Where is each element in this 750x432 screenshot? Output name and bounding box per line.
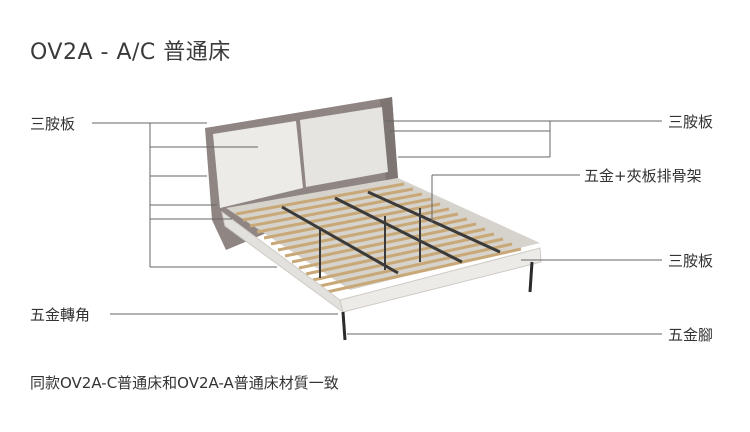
footnote: 同款OV2A-C普通床和OV2A-A普通床材質一致 xyxy=(30,374,339,392)
leader-lines xyxy=(92,120,662,335)
slat-group xyxy=(235,182,522,294)
leg-front-right xyxy=(528,261,534,293)
support-bars xyxy=(281,190,501,278)
headboard-panel-right xyxy=(300,107,388,187)
page-title: OV2A - A/C 普通床 xyxy=(30,40,231,65)
label-right-plywood-top: 三胺板 xyxy=(668,113,714,131)
label-leg-hardware: 五金腳 xyxy=(668,326,714,344)
bed-rail-foot xyxy=(339,247,542,313)
label-corner-hardware: 五金轉角 xyxy=(30,306,91,324)
label-left-plywood: 三胺板 xyxy=(30,115,76,133)
headboard-panel-left xyxy=(213,121,303,208)
leg-front-left xyxy=(341,311,347,341)
label-right-plywood-side: 三胺板 xyxy=(668,252,714,270)
label-slat-frame: 五金+夾板排骨架 xyxy=(584,167,702,185)
